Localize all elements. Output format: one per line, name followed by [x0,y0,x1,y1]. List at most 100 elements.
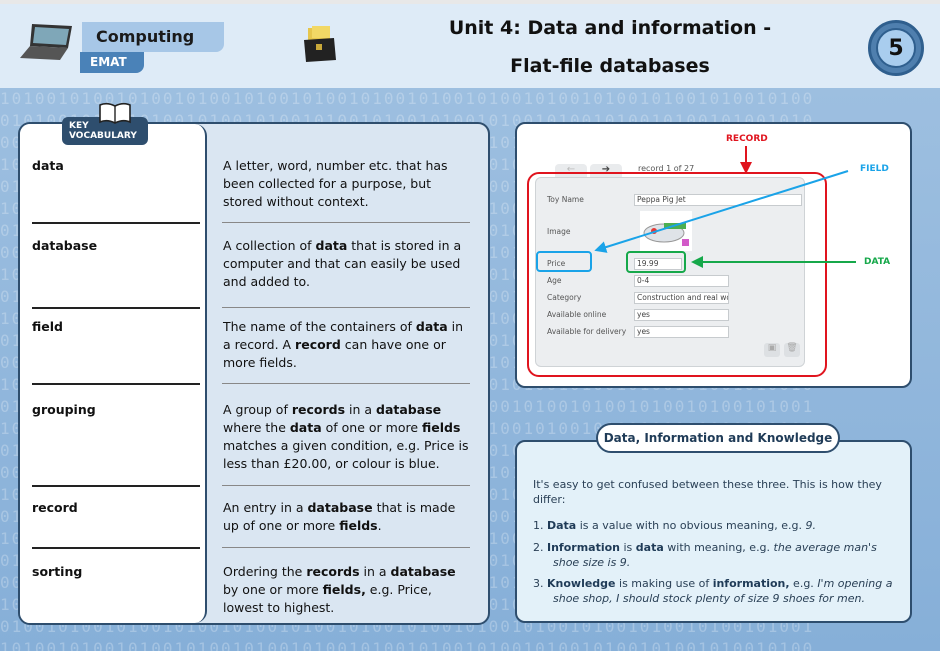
row-divider [222,222,470,223]
badge-line-2: VOCABULARY [69,131,137,141]
row-divider [222,485,470,486]
text-segment: with meaning, e.g. [663,541,774,554]
text-segment: 1. [533,519,547,532]
vocab-definition: A group of records in a database where t… [223,401,473,473]
knowledge-item: 1. Data is a value with no obvious meani… [533,518,893,533]
field-input[interactable]: yes [634,326,729,338]
book-icon [99,102,131,124]
field-label: Age [547,276,562,285]
page-title-line-1: Unit 4: Data and information - [448,17,772,39]
text-segment: An entry in a [223,500,308,515]
text-segment: in a [359,564,391,579]
terms-column [20,124,207,623]
text-segment: data [635,541,664,554]
text-segment: record [295,337,341,352]
text-segment: Data [547,519,577,532]
record-label: RECORD [726,134,768,144]
brand-label: Computing [82,22,224,52]
vocab-term: grouping [32,402,96,417]
record-counter: record 1 of 27 [638,164,695,173]
vocab-term: field [32,319,63,334]
vocab-definition: Ordering the records in a database by on… [223,563,473,617]
vocab-term: sorting [32,564,83,579]
text-segment: fields [422,420,461,435]
text-segment: fields, [322,582,366,597]
text-segment: I'm opening a shoe shop, I should stock … [553,577,893,605]
field-label: Toy Name [547,195,584,204]
text-segment: The name of the containers of [223,319,416,334]
field-input[interactable]: yes [634,309,729,321]
delete-icon[interactable]: 🗑 [784,343,800,357]
text-segment: information, [712,577,790,590]
field-label: Image [547,227,571,236]
vocab-term: record [32,500,78,515]
text-segment: by one or more [223,582,323,597]
page-title-line-2: Flat-file databases [510,55,710,77]
field-label: Available online [547,310,607,319]
text-segment: is [620,541,636,554]
knowledge-title: Data, Information and Knowledge [596,423,840,453]
field-input[interactable]: 19.99 [634,258,682,270]
knowledge-item: 2. Information is data with meaning, e.g… [533,540,893,570]
text-segment: records [306,564,360,579]
text-segment: 9. [805,519,817,532]
vocab-definition: An entry in a database that is made up o… [223,499,473,535]
text-segment: A letter, word, number etc. that has bee… [223,158,448,209]
text-segment: A collection of [223,238,316,253]
field-highlight [536,251,592,272]
row-divider [222,547,470,548]
page-number: 5 [876,28,916,68]
field-label: Available for delivery [547,327,627,336]
text-segment: in a [345,402,377,417]
text-segment: records [291,402,346,417]
row-divider [32,485,200,487]
data-highlight [626,251,686,273]
vocab-definition: The name of the containers of data in a … [223,318,473,372]
knowledge-panel [515,440,912,623]
text-segment: data [415,319,448,334]
text-segment: is making use of [615,577,713,590]
card-file-box-icon [304,26,336,62]
text-segment: database [307,500,373,515]
key-vocabulary-panel: data A letter, word, number etc. that has… [18,122,490,625]
vocab-definition: A letter, word, number etc. that has bee… [223,157,473,211]
field-input[interactable]: Construction and real wo [634,292,729,304]
row-divider [32,307,200,309]
row-divider [32,222,200,224]
text-segment: data [315,238,348,253]
previous-record-button[interactable]: ← [555,164,587,178]
text-segment: 3. [533,577,547,590]
knowledge-item: 3. Knowledge is making use of informatio… [533,576,893,606]
text-segment: database [376,402,442,417]
save-icon[interactable]: ▣ [764,343,780,357]
page-number-badge: 5 [868,20,924,76]
vocab-definition: A collection of data that is stored in a… [223,237,473,291]
field-input[interactable]: 0-4 [634,275,729,287]
text-segment: Knowledge [547,577,616,590]
vocab-term: database [32,238,98,253]
text-segment: database [390,564,456,579]
text-segment: the average man's shoe size is 9. [553,541,877,569]
field-label: FIELD [860,164,889,174]
field-label: Price [547,259,566,268]
text-segment: Ordering the [223,564,307,579]
sub-brand-label: EMAT [80,52,144,73]
text-segment: 2. [533,541,547,554]
knowledge-intro: It's easy to get confused between these … [533,478,882,506]
text-segment: matches a given condition, e.g. Price is… [223,438,469,471]
row-divider [32,547,200,549]
text-segment: of one or more [321,420,422,435]
row-divider [222,383,470,384]
text-segment: can have one or more fields. [223,337,446,370]
text-segment: e.g. [789,577,818,590]
text-segment: where the [223,420,290,435]
vocab-term: data [32,158,64,173]
text-segment: is a value with no obvious meaning, e.g. [576,519,806,532]
text-segment: A group of [223,402,292,417]
badge-line-1: KEY [69,121,89,131]
row-divider [32,383,200,385]
text-segment: Information [547,541,620,554]
text-segment: that is stored in a computer and that ca… [223,238,462,289]
row-divider [222,307,470,308]
text-segment: in a record. A [223,319,464,352]
